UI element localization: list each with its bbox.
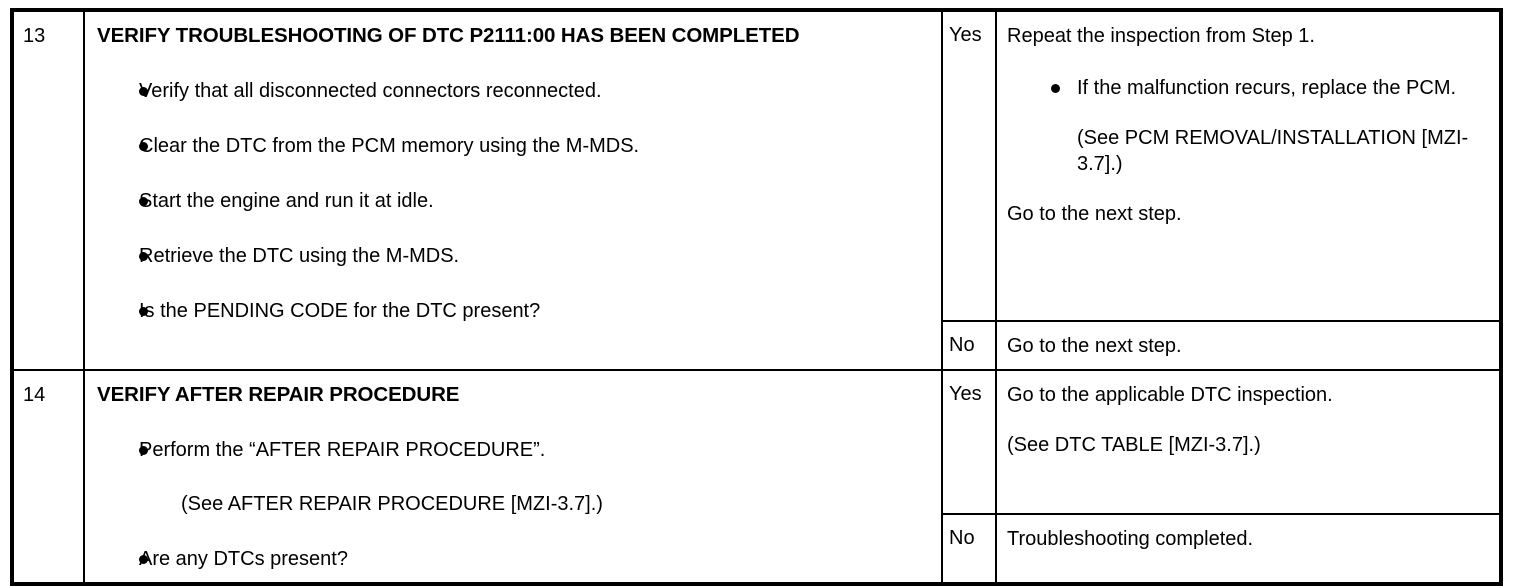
list-item-label: Are any DTCs present? bbox=[139, 548, 348, 570]
result-label-cell-14-yes: Yes bbox=[941, 369, 997, 515]
inspection-reference-note: (See AFTER REPAIR PROCEDURE [MZI-3.7].) bbox=[181, 493, 603, 515]
action-cell-14-yes: Go to the applicable DTC inspection. (Se… bbox=[995, 369, 1502, 515]
result-label-cell-13-no: No bbox=[941, 320, 997, 371]
list-item: Clear the DTC from the PCM memory using … bbox=[97, 133, 931, 159]
list-item-label: Clear the DTC from the PCM memory using … bbox=[139, 135, 640, 157]
action-bullet-list: If the malfunction recurs, replace the P… bbox=[1007, 75, 1489, 101]
list-item: If the malfunction recurs, replace the P… bbox=[1007, 75, 1489, 101]
inspection-bullet-list: Perform the “AFTER REPAIR PROCEDURE”. bbox=[97, 437, 931, 463]
list-item: Perform the “AFTER REPAIR PROCEDURE”. bbox=[97, 437, 931, 463]
list-item-label: Start the engine and run it at idle. bbox=[139, 190, 434, 212]
result-label: Yes bbox=[949, 24, 982, 46]
action-cell-13-no: Go to the next step. bbox=[995, 320, 1502, 371]
list-item-label: Retrieve the DTC using the M-MDS. bbox=[139, 245, 460, 267]
action-tail-text: Go to the next step. bbox=[1007, 203, 1182, 225]
bullet-dot-icon bbox=[1051, 84, 1060, 93]
list-item: Verify that all disconnected connectors … bbox=[97, 78, 931, 104]
inspection-cell-14: VERIFY AFTER REPAIR PROCEDURE Perform th… bbox=[83, 369, 943, 585]
bullet-dot-icon bbox=[139, 446, 148, 455]
action-cell-13-yes: Repeat the inspection from Step 1. If th… bbox=[995, 9, 1502, 322]
list-item: Start the engine and run it at idle. bbox=[97, 188, 931, 214]
bullet-dot-icon bbox=[139, 197, 148, 206]
bullet-dot-icon bbox=[139, 87, 148, 96]
inspection-heading: VERIFY TROUBLESHOOTING OF DTC P2111:00 H… bbox=[97, 24, 800, 47]
table-row: No Go to the next step. bbox=[12, 320, 1502, 371]
step-number: 13 bbox=[23, 25, 46, 47]
action-lead-text: Repeat the inspection from Step 1. bbox=[1007, 25, 1315, 47]
list-item-label: Is the PENDING CODE for the DTC present? bbox=[139, 300, 541, 322]
inspection-bullet-list-2: Are any DTCs present? bbox=[97, 546, 931, 572]
step-number: 14 bbox=[23, 384, 46, 406]
bullet-dot-icon bbox=[139, 142, 148, 151]
result-label: Yes bbox=[949, 383, 982, 405]
action-cell-14-no: Troubleshooting completed. bbox=[995, 513, 1502, 585]
bullet-dot-icon bbox=[139, 555, 148, 564]
table-row: 13 VERIFY TROUBLESHOOTING OF DTC P2111:0… bbox=[11, 9, 1502, 371]
action-reference-note: (See PCM REMOVAL/INSTALLATION [MZI-3.7].… bbox=[1077, 127, 1469, 175]
list-item-label: If the malfunction recurs, replace the P… bbox=[1077, 77, 1457, 99]
dtc-inspection-table: 13 VERIFY TROUBLESHOOTING OF DTC P2111:0… bbox=[10, 8, 1503, 586]
inspection-bullet-list: Verify that all disconnected connectors … bbox=[97, 78, 931, 324]
list-item: Retrieve the DTC using the M-MDS. bbox=[97, 243, 931, 269]
step-number-cell-13: 13 bbox=[11, 9, 85, 371]
bullet-dot-icon bbox=[139, 252, 148, 261]
action-lead-text: Go to the next step. bbox=[1007, 335, 1182, 357]
page-root: 13 VERIFY TROUBLESHOOTING OF DTC P2111:0… bbox=[10, 8, 1503, 586]
inspection-heading: VERIFY AFTER REPAIR PROCEDURE bbox=[97, 383, 460, 406]
action-reference-note: (See DTC TABLE [MZI-3.7].) bbox=[1007, 434, 1261, 456]
action-lead-text: Go to the applicable DTC inspection. bbox=[1007, 384, 1333, 406]
action-lead-text: Troubleshooting completed. bbox=[1007, 528, 1254, 550]
list-item-label: Verify that all disconnected connectors … bbox=[139, 80, 602, 102]
result-label-cell-13-yes: Yes bbox=[941, 9, 997, 322]
list-item: Is the PENDING CODE for the DTC present? bbox=[97, 298, 931, 324]
result-label-cell-14-no: No bbox=[941, 513, 997, 585]
table-row: 14 VERIFY AFTER REPAIR PROCEDURE Perform… bbox=[11, 369, 1502, 585]
list-item: Are any DTCs present? bbox=[97, 546, 931, 572]
step-number-cell-14: 14 bbox=[11, 369, 85, 585]
inspection-cell-13: VERIFY TROUBLESHOOTING OF DTC P2111:00 H… bbox=[83, 9, 943, 371]
result-label: No bbox=[949, 334, 975, 356]
list-item-label: Perform the “AFTER REPAIR PROCEDURE”. bbox=[139, 439, 546, 461]
result-label: No bbox=[949, 527, 975, 549]
bullet-dot-icon bbox=[139, 307, 148, 316]
